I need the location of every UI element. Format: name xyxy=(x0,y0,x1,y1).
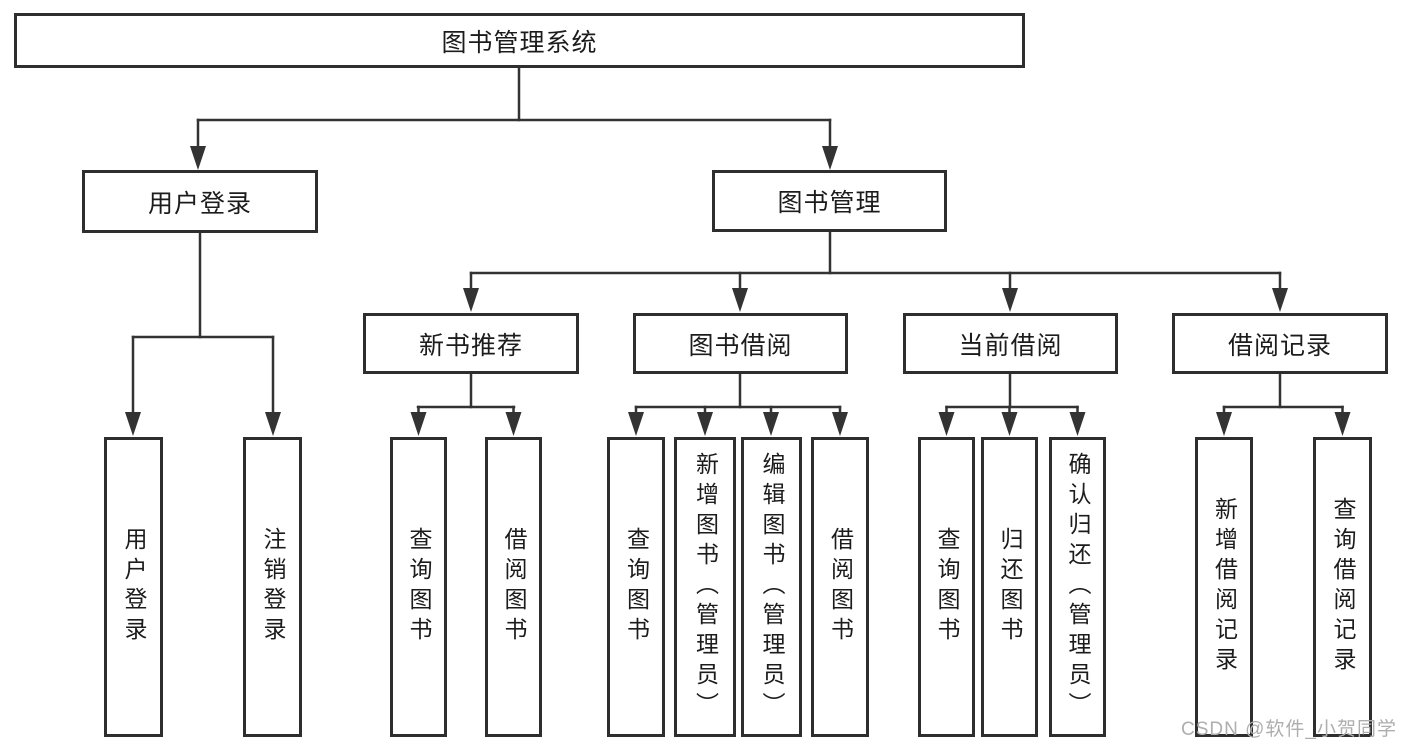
node-user-login-label: 用户登录 xyxy=(147,189,252,218)
node-leaf-user-login: 用户登录 xyxy=(104,437,163,737)
node-book-management-system-label: 图书管理系统 xyxy=(441,28,598,57)
node-leaf-logout-label: 注销登录 xyxy=(260,527,286,647)
node-leaf-cb-confirm-return-label: 确认归还（管理员） xyxy=(1065,452,1091,722)
node-leaf-user-login-label: 用户登录 xyxy=(121,527,147,647)
node-leaf-bb-query-books-label: 查询图书 xyxy=(623,527,650,647)
node-borrowing-records-label: 借阅记录 xyxy=(1227,331,1332,360)
node-new-book-recommendation: 新书推荐 xyxy=(363,313,579,374)
csdn-watermark: CSDN @软件_小贺同学 xyxy=(1181,719,1397,740)
node-leaf-br-add-record: 新增借阅记录 xyxy=(1195,437,1253,737)
connector-current-borrow-to-leaves xyxy=(938,372,1086,436)
connector-root-to-level2 xyxy=(190,65,838,170)
node-leaf-bb-borrow-books: 借阅图书 xyxy=(811,437,869,737)
connector-book-borrow-to-leaves xyxy=(628,372,848,436)
node-leaf-cb-confirm-return: 确认归还（管理员） xyxy=(1049,437,1106,737)
node-leaf-cb-return-books: 归还图书 xyxy=(981,437,1038,737)
node-leaf-logout: 注销登录 xyxy=(243,437,302,737)
node-leaf-cb-query-books: 查询图书 xyxy=(918,437,975,737)
node-leaf-br-add-record-label: 新增借阅记录 xyxy=(1211,497,1238,677)
connector-book-mgmt-to-level3 xyxy=(463,230,1288,312)
node-leaf-bb-query-books: 查询图书 xyxy=(607,437,665,737)
node-leaf-bb-borrow-books-label: 借阅图书 xyxy=(827,527,854,647)
node-user-login: 用户登录 xyxy=(82,170,318,233)
node-book-management: 图书管理 xyxy=(712,170,947,232)
node-leaf-rec-query-books-label: 查询图书 xyxy=(406,527,432,647)
node-leaf-cb-return-books-label: 归还图书 xyxy=(997,527,1023,647)
node-current-borrowing-label: 当前借阅 xyxy=(958,331,1063,360)
node-leaf-bb-edit-books: 编辑图书（管理员） xyxy=(741,437,802,737)
node-leaf-bb-edit-books-label: 编辑图书（管理员） xyxy=(759,452,785,722)
node-book-borrowing-label: 图书借阅 xyxy=(688,331,793,360)
node-leaf-rec-borrow-books: 借阅图书 xyxy=(485,437,542,737)
node-book-borrowing: 图书借阅 xyxy=(633,313,848,374)
node-leaf-br-query-record-label: 查询借阅记录 xyxy=(1330,497,1356,677)
node-leaf-rec-query-books: 查询图书 xyxy=(390,437,447,737)
node-new-book-recommendation-label: 新书推荐 xyxy=(418,331,523,360)
connector-borrow-records-to-leaves xyxy=(1216,372,1351,436)
connector-new-book-rec-to-leaves xyxy=(410,372,522,436)
node-leaf-bb-add-books: 新增图书（管理员） xyxy=(674,437,736,737)
node-leaf-bb-add-books-label: 新增图书（管理员） xyxy=(692,452,719,722)
node-borrowing-records: 借阅记录 xyxy=(1172,313,1388,374)
node-leaf-rec-borrow-books-label: 借阅图书 xyxy=(501,527,527,647)
node-book-management-label: 图书管理 xyxy=(777,189,882,217)
node-current-borrowing: 当前借阅 xyxy=(903,313,1118,374)
node-leaf-br-query-record: 查询借阅记录 xyxy=(1313,437,1372,737)
node-book-management-system: 图书管理系统 xyxy=(14,13,1025,68)
node-leaf-cb-query-books-label: 查询图书 xyxy=(934,527,960,647)
connector-user-login-to-leaves xyxy=(125,230,281,436)
